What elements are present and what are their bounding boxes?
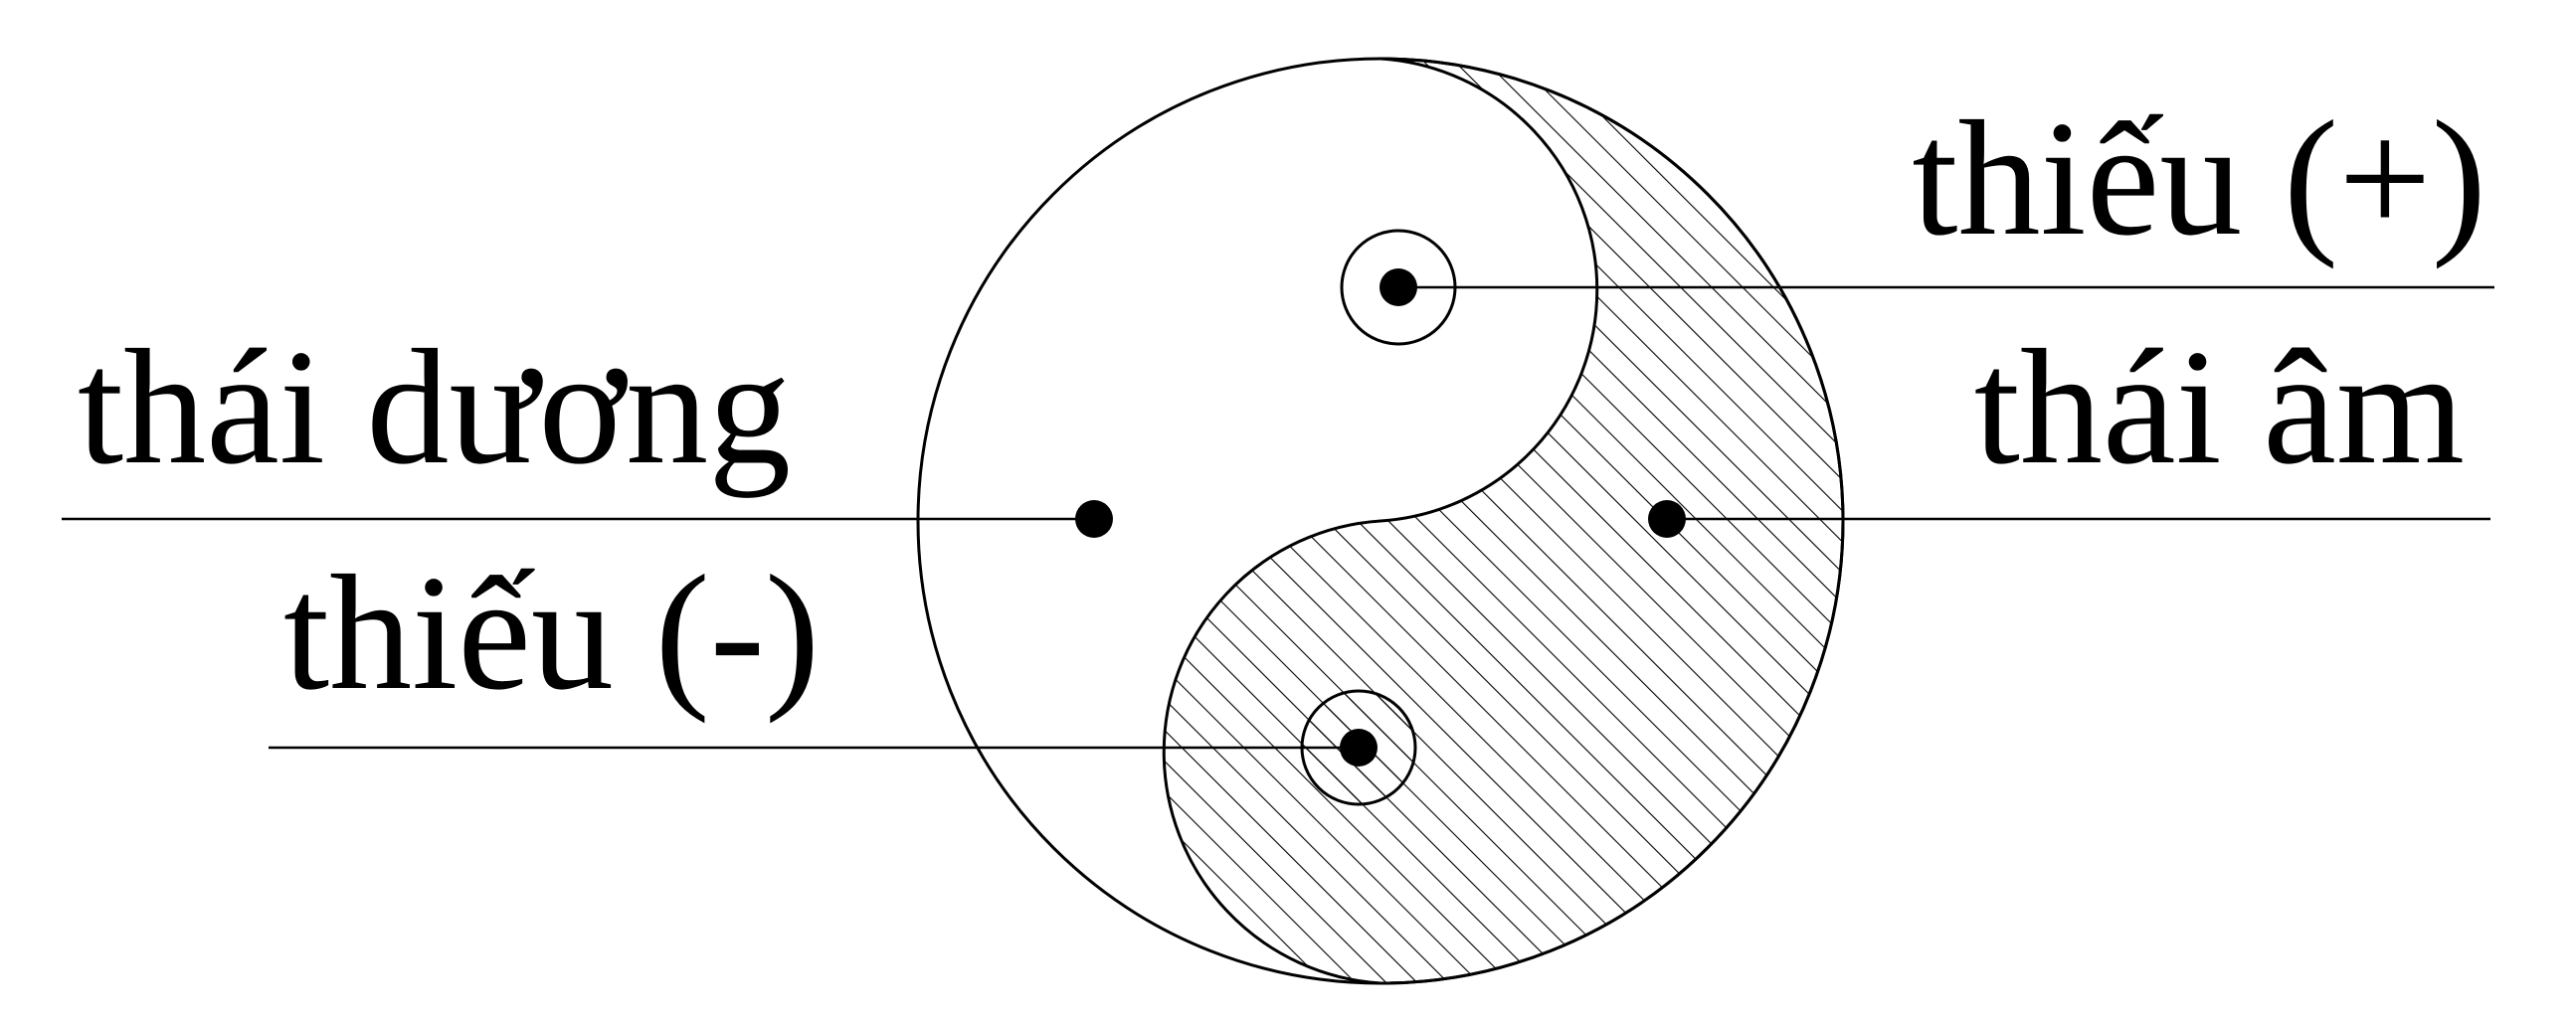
dot-thai-am (1648, 500, 1686, 538)
dot-thai-duong (1075, 500, 1113, 538)
label-thai-am: thái âm (1974, 315, 2465, 498)
dot-thieu-minus (1340, 729, 1378, 767)
label-thieu-plus: thiếu (+) (1912, 86, 2486, 269)
label-thieu-minus: thiếu (-) (283, 541, 820, 724)
dot-thieu-plus (1380, 268, 1417, 306)
label-thai-duong: thái dương (78, 315, 791, 498)
